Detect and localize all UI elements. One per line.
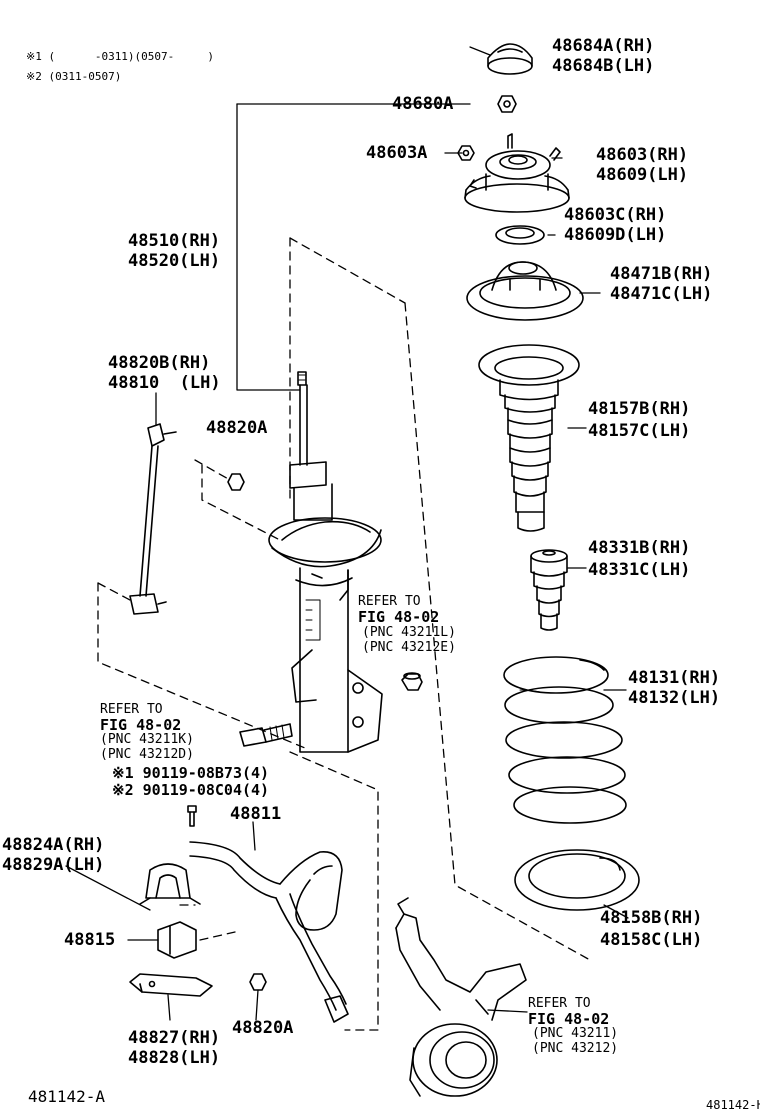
part-label-48827: 48827(RH) [128, 1028, 221, 1048]
part-label-48157b: 48157B(RH) [588, 399, 691, 419]
bump-stopper-48331 [530, 549, 568, 631]
part-label-48815: 48815 [64, 930, 116, 950]
figure-id-small: 481142-H [706, 1098, 760, 1112]
part-label-48824a: 48824A(RH) [2, 835, 105, 855]
bushing-bracket-48824a [139, 863, 201, 905]
part-label-48609d: 48609D(LH) [564, 225, 667, 245]
part-label-48157c: 48157C(LH) [588, 421, 691, 441]
upper-seat-48471 [466, 261, 584, 321]
refer-to-pnc-43211: (PNC 43211) [532, 1026, 619, 1041]
part-label-48158b: 48158B(RH) [600, 908, 703, 928]
leader-lines [65, 46, 629, 1021]
bolt-label-08b73: ※1 90119-08B73(4) [112, 764, 270, 782]
part-label-48684b: 48684B(LH) [552, 56, 655, 76]
refer-to-fig-knuckle: FIG 48-02 [528, 1010, 610, 1028]
variant-note-1: ※1 ( -0311)(0507- ) [26, 50, 215, 63]
flange-nut [401, 672, 423, 691]
part-label-48811: 48811 [230, 804, 282, 824]
refer-to-label-strut: REFER TO [358, 594, 421, 609]
nut-48680a [497, 95, 517, 113]
bolt-label-08c04: ※2 90119-08C04(4) [112, 781, 270, 799]
steering-knuckle [395, 897, 527, 1097]
refer-to-fig-bolt: FIG 48-02 [100, 716, 182, 734]
part-label-48603: 48603(RH) [596, 145, 689, 165]
part-label-48828: 48828(LH) [128, 1048, 221, 1068]
part-label-48829a: 48829A(LH) [2, 855, 105, 875]
lower-insulator-48158 [514, 849, 640, 911]
shock-absorber-48510 [268, 371, 383, 753]
part-label-48820b: 48820B(RH) [108, 353, 211, 373]
refer-to-pnc-43211l: (PNC 43211L) [362, 625, 456, 640]
refer-to-pnc-43211k: (PNC 43211K) [100, 732, 194, 747]
nut-48603a [457, 145, 475, 161]
stabilizer-link-48820b [129, 423, 177, 615]
refer-to-fig-strut: FIG 48-02 [358, 608, 440, 626]
refer-to-pnc-43212e: (PNC 43212E) [362, 640, 456, 655]
stabilizer-bar-48811 [189, 841, 349, 1023]
refer-to-label-knuckle: REFER TO [528, 996, 591, 1011]
part-label-48609: 48609(LH) [596, 165, 689, 185]
part-label-48471c: 48471C(LH) [610, 284, 713, 304]
part-label-48520: 48520(LH) [128, 251, 221, 271]
refer-to-pnc-43212d: (PNC 43212D) [100, 747, 194, 762]
bearing-48603c [495, 225, 545, 245]
figure-id: 481142-A [28, 1087, 106, 1106]
part-label-48810: 48810 (LH) [108, 373, 221, 393]
bolt [239, 723, 293, 747]
coil-spring-48131 [503, 656, 627, 824]
cap-48684 [487, 43, 533, 75]
boot-48157 [478, 344, 580, 532]
variant-note-2: ※2 (0311-0507) [26, 70, 122, 83]
part-label-48820a-bottom: 48820A [232, 1018, 294, 1038]
dashed-lines [97, 237, 591, 1031]
part-label-48510: 48510(RH) [128, 231, 221, 251]
nut-48820a-top [227, 473, 245, 491]
bracket-48827 [129, 973, 213, 997]
part-label-48331c: 48331C(LH) [588, 560, 691, 580]
part-label-48680a: 48680A [392, 94, 454, 114]
part-label-48331b: 48331B(RH) [588, 538, 691, 558]
small-bolt [187, 805, 197, 827]
strut-support-48603 [464, 133, 570, 213]
bushing-48815 [157, 921, 197, 959]
part-label-48471b: 48471B(RH) [610, 264, 713, 284]
refer-to-label-bolt: REFER TO [100, 702, 163, 717]
part-label-48132: 48132(LH) [628, 688, 721, 708]
part-label-48158c: 48158C(LH) [600, 930, 703, 950]
part-label-48603a: 48603A [366, 143, 428, 163]
part-label-48684a: 48684A(RH) [552, 36, 655, 56]
refer-to-pnc-43212: (PNC 43212) [532, 1041, 619, 1056]
part-label-48603c: 48603C(RH) [564, 205, 667, 225]
nut-48820a-bottom [249, 973, 267, 991]
part-label-48820a-top: 48820A [206, 418, 268, 438]
part-label-48131: 48131(RH) [628, 668, 721, 688]
